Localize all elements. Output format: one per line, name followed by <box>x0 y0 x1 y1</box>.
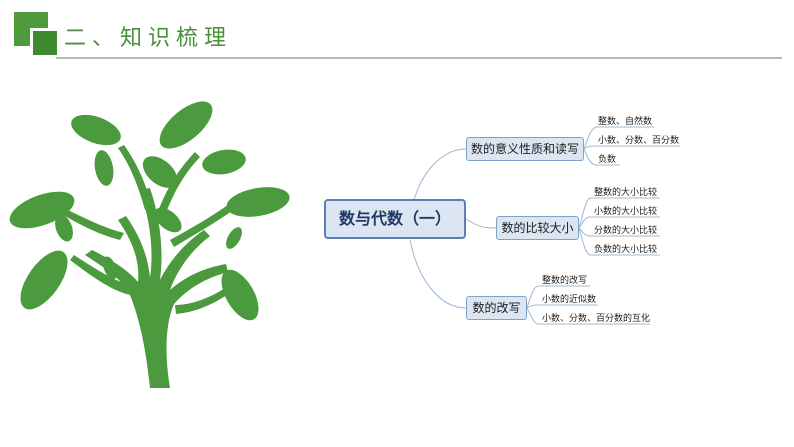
branch-node: 数的比较大小 <box>496 216 579 240</box>
leaf-node: 整数的改写 <box>542 276 588 286</box>
leaf-node: 负数的大小比较 <box>594 245 658 255</box>
leaf-node: 负数 <box>598 155 617 165</box>
link-b2-c2 <box>578 216 591 229</box>
header-divider <box>56 57 782 59</box>
link-b1-c2 <box>583 145 597 150</box>
link-central-branch-2 <box>465 218 497 229</box>
link-b3-c3 <box>526 307 539 325</box>
branch-node: 数的改写 <box>466 296 527 320</box>
header-square-accent-icon <box>30 28 57 55</box>
link-central-branch-3 <box>409 239 467 309</box>
link-b2-c3 <box>578 227 591 237</box>
link-b1-c3 <box>583 148 597 166</box>
leaf-node: 整数、自然数 <box>598 117 653 127</box>
leaf-node: 小数的大小比较 <box>594 207 658 217</box>
link-b2-c4 <box>578 227 591 256</box>
leaf-node: 小数、分数、百分数 <box>598 136 680 146</box>
link-b3-c2 <box>526 304 539 309</box>
link-b2-c1 <box>578 197 591 229</box>
link-b1-c1 <box>583 126 597 150</box>
tree-illustration <box>9 101 290 388</box>
leaf-node: 整数的大小比较 <box>594 188 658 198</box>
leaf-node: 小数的近似数 <box>542 295 597 305</box>
leaf-node: 分数的大小比较 <box>594 226 658 236</box>
link-b3-c1 <box>526 285 539 309</box>
page-title: 二、知识梳理 <box>64 26 233 51</box>
branch-node: 数的意义性质和读写 <box>466 137 584 161</box>
leaf-node: 小数、分数、百分数的互化 <box>542 314 651 324</box>
central-topic: 数与代数（一） <box>324 199 466 239</box>
